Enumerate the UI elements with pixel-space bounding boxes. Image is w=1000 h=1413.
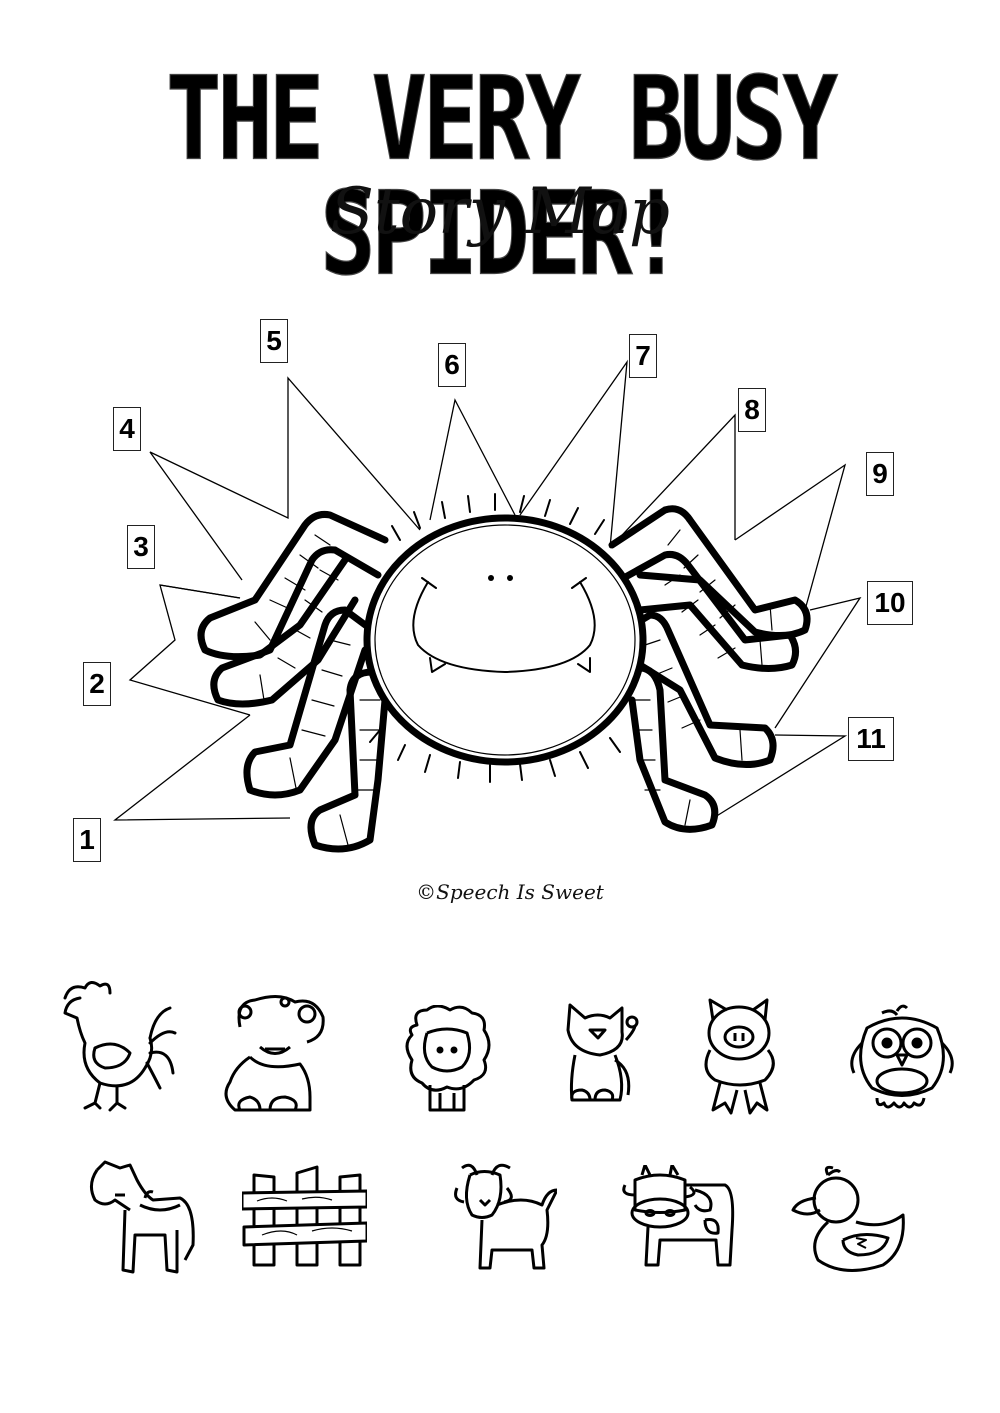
spider-leg-icon xyxy=(197,511,389,853)
label-box-5[interactable]: 5 xyxy=(260,319,288,363)
label-box-9[interactable]: 9 xyxy=(866,452,894,496)
label-box-7[interactable]: 7 xyxy=(629,334,657,378)
cat-icon[interactable] xyxy=(560,1000,640,1110)
worksheet-title: THE VERY BUSY SPIDER! xyxy=(165,52,838,301)
label-box-10[interactable]: 10 xyxy=(867,581,913,625)
label-box-11[interactable]: 11 xyxy=(848,717,894,761)
spider-body xyxy=(363,514,647,766)
label-box-6[interactable]: 6 xyxy=(438,343,466,387)
pig-icon[interactable] xyxy=(695,995,780,1115)
sheep-icon[interactable] xyxy=(402,1004,492,1115)
rooster-icon[interactable] xyxy=(55,978,180,1113)
dog-icon[interactable] xyxy=(215,992,335,1117)
fence-icon[interactable] xyxy=(240,1165,369,1273)
leader-lines xyxy=(113,359,862,821)
duck-icon[interactable] xyxy=(788,1160,908,1278)
cow-icon[interactable] xyxy=(620,1163,740,1275)
owl-icon[interactable] xyxy=(842,1003,962,1115)
label-box-4[interactable]: 4 xyxy=(113,407,141,451)
label-box-8[interactable]: 8 xyxy=(738,388,766,432)
label-box-2[interactable]: 2 xyxy=(83,662,111,706)
copyright-credit: ©Speech Is Sweet xyxy=(416,880,604,904)
horse-icon[interactable] xyxy=(85,1160,195,1280)
worksheet-subtitle: Story Map xyxy=(330,175,670,249)
spider-leg-icon xyxy=(608,505,811,833)
goat-icon[interactable] xyxy=(452,1160,559,1275)
spider-mouth xyxy=(412,581,596,673)
label-box-3[interactable]: 3 xyxy=(127,525,155,569)
label-box-1[interactable]: 1 xyxy=(73,818,101,862)
